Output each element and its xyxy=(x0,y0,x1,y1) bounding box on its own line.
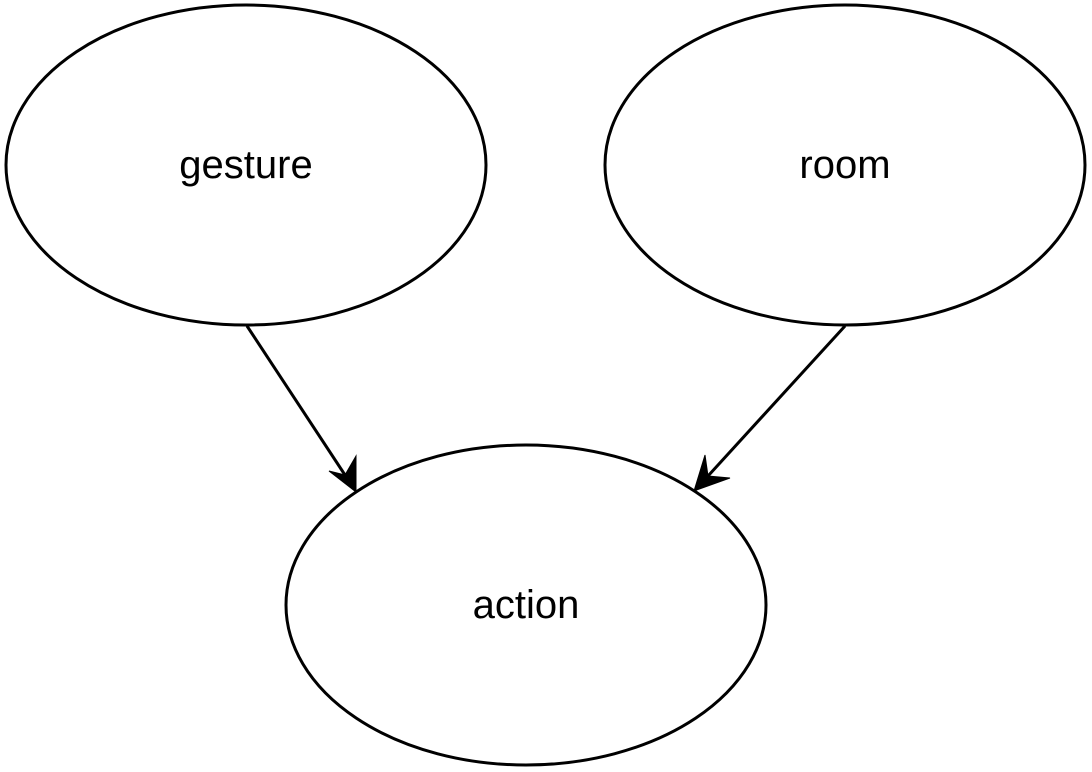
node-gesture[interactable]: gesture xyxy=(4,3,488,327)
edge-gesture-action-arrowhead xyxy=(328,454,357,494)
edge-room-action xyxy=(693,324,847,492)
node-room[interactable]: room xyxy=(603,3,1087,327)
node-gesture-ellipse xyxy=(4,3,488,327)
node-room-ellipse xyxy=(603,3,1087,327)
node-gesture-label: gesture xyxy=(179,143,312,187)
node-action-label: action xyxy=(473,583,580,627)
node-action-ellipse xyxy=(284,443,768,767)
node-room-label: room xyxy=(799,143,890,187)
node-action[interactable]: action xyxy=(284,443,768,767)
edge-gesture-action-line xyxy=(245,325,347,476)
edge-room-action-arrowhead xyxy=(693,454,731,492)
edge-gesture-action xyxy=(245,325,357,494)
edge-room-action-line xyxy=(706,324,847,478)
